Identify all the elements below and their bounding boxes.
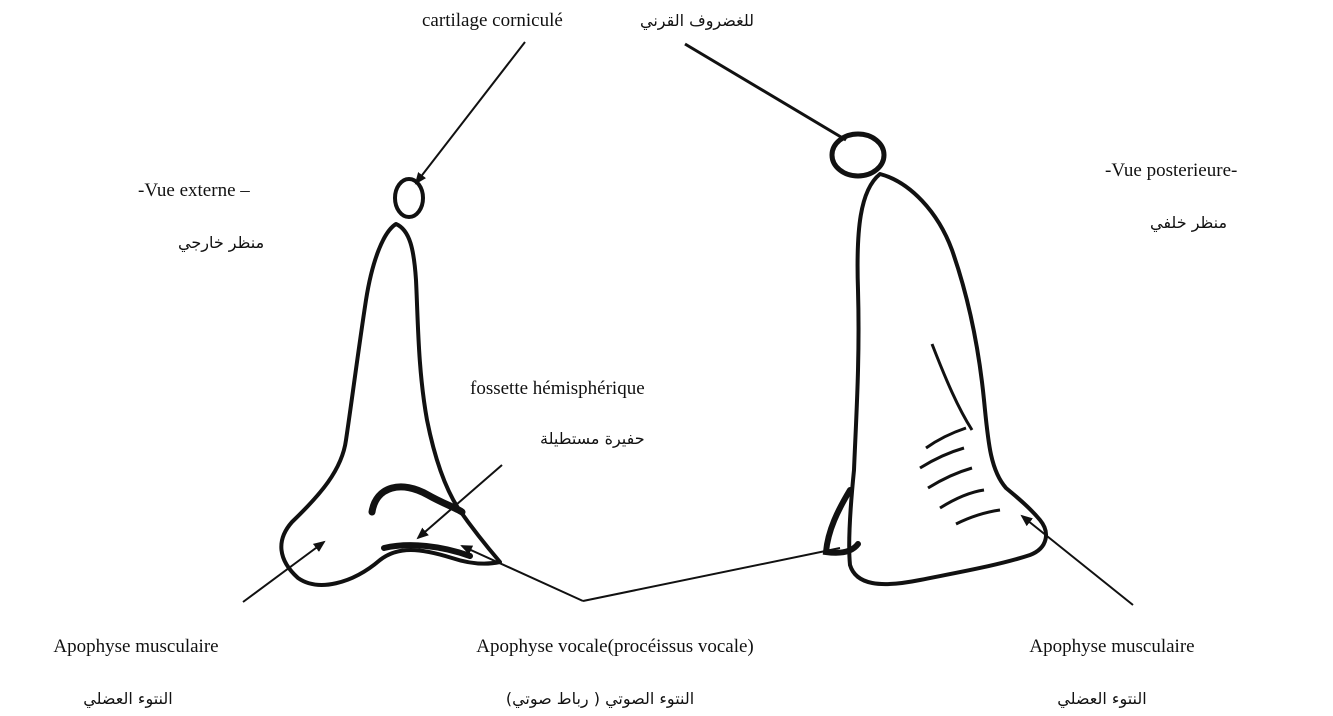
right-hatch-2 (920, 448, 964, 468)
vocal-arrow-left (462, 546, 583, 601)
fossette-label-ar: حفيرة مستطيلة (540, 428, 645, 450)
vue-posterieure-label-ar: منظر خلفي (1150, 212, 1227, 234)
right-hatch-3 (928, 468, 972, 488)
corniculate-arrow-left (416, 42, 525, 183)
vocale-label-fr: Apophyse vocale(procéissus vocale) (476, 636, 754, 658)
vue-externe-label-fr: -Vue externe – (138, 180, 250, 202)
musc-right-label-ar: النتوء العضلي (1057, 688, 1146, 710)
left-arytenoid-external-view (281, 179, 500, 585)
left-corniculate-cartilage (395, 179, 423, 217)
musc-right-arrow (1022, 516, 1133, 605)
vue-posterieure-label-fr: -Vue posterieure- (1105, 160, 1237, 182)
corniculate-label-fr: cartilage corniculé (422, 10, 563, 32)
right-hatch-1 (926, 428, 966, 448)
right-corniculate-cartilage (832, 134, 884, 176)
corniculate-label-ar: للغضروف القرني (640, 10, 754, 32)
right-hatch-4 (940, 490, 984, 508)
vocal-line-right (583, 548, 840, 601)
fossette-label-fr: fossette hémisphérique (470, 378, 645, 400)
musc-right-label-fr: Apophyse musculaire (1029, 636, 1194, 658)
corniculate-line-right (685, 44, 846, 140)
right-ridge-line (932, 344, 972, 430)
vocale-label-ar: النتوء الصوتي ( رباط صوتي) (506, 688, 694, 710)
fossette-arrow (418, 465, 502, 538)
musc-left-label-ar: النتوء العضلي (83, 688, 172, 710)
musc-left-label-fr: Apophyse musculaire (53, 636, 218, 658)
left-cartilage-outline (281, 224, 500, 585)
right-arytenoid-posterior-view (826, 134, 1046, 584)
right-hatch-5 (956, 510, 1000, 524)
vue-externe-label-ar: منظر خارجي (178, 232, 264, 254)
